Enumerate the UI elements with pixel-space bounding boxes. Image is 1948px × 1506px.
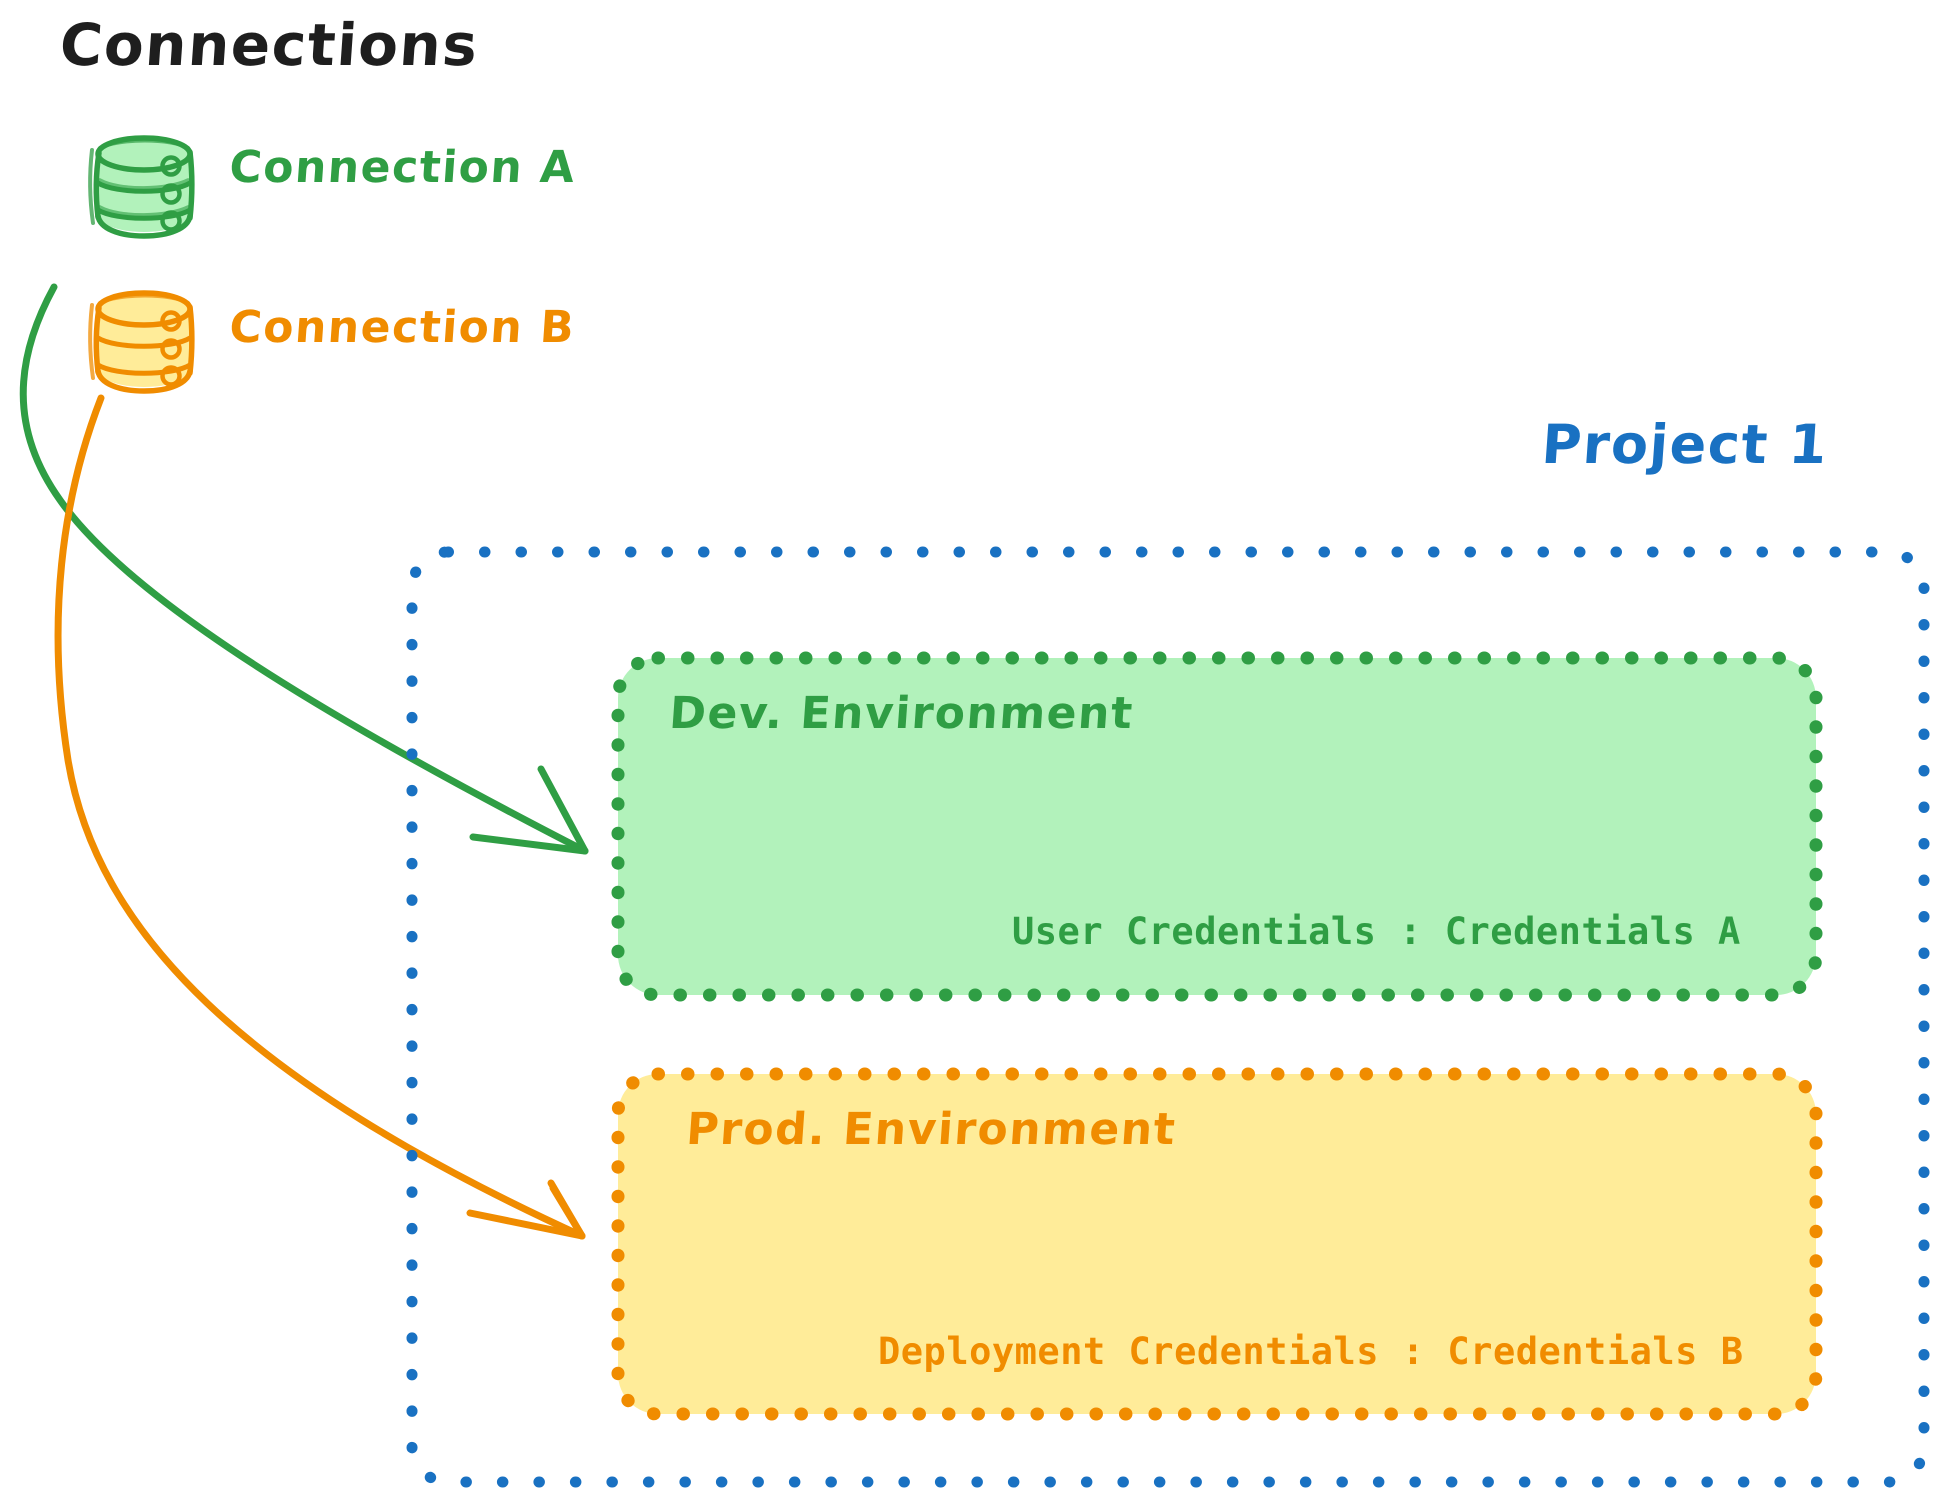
- arrow-connection-a-to-dev: [19, 283, 589, 855]
- dev-environment-region[interactable]: [618, 658, 1816, 995]
- connection-a-icon-region[interactable]: [88, 130, 198, 245]
- database-cylinder-icon[interactable]: [88, 135, 195, 239]
- prod-environment-box[interactable]: [611, 1067, 1823, 1421]
- dev-environment-credentials: User Credentials : Credentials A: [1012, 910, 1741, 953]
- project-title: Project 1: [1539, 413, 1831, 476]
- prod-environment-credentials: Deployment Credentials : Credentials B: [878, 1330, 1744, 1373]
- arrow-connection-b-to-prod: [54, 394, 586, 1240]
- connection-b-icon-region[interactable]: [88, 285, 198, 400]
- prod-environment-region[interactable]: [618, 1074, 1816, 1414]
- dev-environment-box[interactable]: [611, 651, 1823, 1002]
- connection-a-label[interactable]: Connection A: [227, 142, 578, 193]
- connection-b-label[interactable]: Connection B: [227, 302, 577, 353]
- database-cylinder-icon[interactable]: [88, 290, 195, 394]
- page-title: Connections: [57, 11, 481, 79]
